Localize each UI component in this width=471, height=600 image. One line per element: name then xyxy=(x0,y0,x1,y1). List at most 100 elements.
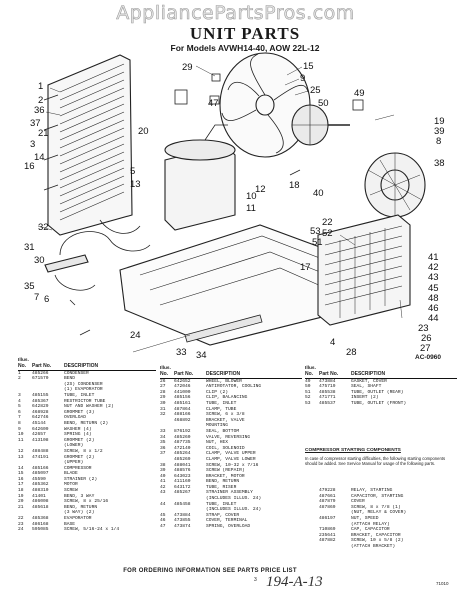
callout: 26 xyxy=(421,333,432,344)
cell-part-no: 468928 xyxy=(32,409,49,415)
callout: 49 xyxy=(354,88,365,99)
cell-illus-no: 10 xyxy=(18,432,24,438)
cell-description: CLIP (2) xyxy=(206,389,229,395)
header-description: DESCRIPTION xyxy=(206,371,302,379)
cell-part-no: 485618 xyxy=(32,504,49,510)
cell-part-no: 441000 xyxy=(174,389,191,395)
cell-description: SCREW, 10-32 x 7/16 xyxy=(206,462,259,468)
cell-part-no: 487879 xyxy=(319,499,336,505)
header-illus-no: No. xyxy=(18,363,32,371)
callout: 34 xyxy=(196,350,207,360)
cell-part-no: 473884 xyxy=(174,512,191,518)
ordering-note: FOR ORDERING INFORMATION SEE PARTS PRICE… xyxy=(123,568,297,574)
reversing-valve xyxy=(44,219,151,291)
cell-part-no: 473855 xyxy=(174,518,191,524)
table-row: (2S) CONDENSER xyxy=(18,382,156,388)
cell-part-no: 487735 xyxy=(174,440,191,446)
callout: 52 xyxy=(322,228,333,239)
cell-illus-no: 2 xyxy=(18,376,21,382)
cell-illus-no: 53 xyxy=(305,400,311,406)
cell-description: SCREW, 5/16-24 x 1/4 xyxy=(64,527,120,533)
cell-part-no: 472046 xyxy=(174,384,191,390)
cell-illus-no: 42 xyxy=(160,484,166,490)
callout: 6 xyxy=(44,294,49,305)
callout: 18 xyxy=(289,180,300,191)
cell-part-no: 485156 xyxy=(174,395,191,401)
callout: 17 xyxy=(300,262,311,273)
header-description: DESCRIPTION xyxy=(64,363,156,371)
cell-illus-no: 44 xyxy=(160,501,166,507)
cell-description: (2S) CONDENSER xyxy=(64,381,103,387)
cell-description: COMPRESSOR xyxy=(64,465,92,471)
cell-description: SCREW, 8 x 25/16 xyxy=(64,499,109,505)
callout: 35 xyxy=(24,281,35,292)
cell-illus-no: 18 xyxy=(18,488,24,494)
cell-description: BEND, 3 WAY xyxy=(64,493,95,499)
cell-part-no: 486008 xyxy=(32,499,49,505)
callout: 51 xyxy=(312,237,323,248)
cell-description: GROMMET (3) xyxy=(64,409,95,415)
cell-illus-no: 30 xyxy=(160,400,166,406)
cell-description: BLADE xyxy=(64,471,78,477)
cell-part-no: 485166 xyxy=(32,465,49,471)
header-illus: Illus. xyxy=(160,366,171,371)
cell-part-no: 876192 xyxy=(174,428,191,434)
callout: 1 xyxy=(38,81,43,92)
cell-part-no: 472140 xyxy=(174,445,191,451)
cell-description: RELAY, STARTING xyxy=(351,488,393,493)
cell-part-no: 485368 xyxy=(32,516,49,522)
callout: 39 xyxy=(434,126,445,137)
cell-illus-no: 4 xyxy=(18,398,21,404)
table-row: (3 WAY) (2) xyxy=(18,510,156,516)
cell-part-no: 485267 xyxy=(174,490,191,496)
cell-illus-no: 8 xyxy=(18,420,21,426)
cell-description: SPRING (4) xyxy=(64,432,92,438)
cell-illus-no: 41 xyxy=(160,479,166,485)
cell-illus-no: 39 xyxy=(160,468,166,474)
cell-illus-no: 45 xyxy=(160,512,166,518)
cell-illus-no: 17 xyxy=(18,482,24,488)
cell-illus-no: 32 xyxy=(160,412,166,418)
callout: 7 xyxy=(34,292,39,303)
cell-part-no: 473884 xyxy=(319,378,336,384)
cell-description: OVERLOAD xyxy=(64,415,87,421)
cell-description: (INCLUDES ILLUS. 24) xyxy=(206,507,262,513)
cell-part-no: 486197 xyxy=(319,515,336,521)
cell-description: TUBE, INLET xyxy=(206,400,237,406)
cell-illus-no: 22 xyxy=(18,516,24,522)
cell-part-no: 487869 xyxy=(319,504,336,510)
callout: 2 xyxy=(38,95,43,106)
cell-illus-no: 23 xyxy=(18,521,24,527)
cell-part-no: 411160 xyxy=(174,479,191,485)
cell-illus-no: 7 xyxy=(18,415,21,421)
cell-part-no: 485269 xyxy=(174,456,191,462)
callout: 3 xyxy=(30,139,35,150)
callout: 40 xyxy=(313,188,324,199)
page-subtitle: For Models AVWH14-40, AOW 22L-12 xyxy=(170,43,320,53)
cell-description: WASHER (4) xyxy=(64,426,92,432)
table-header: No. Part No. DESCRIPTION xyxy=(160,371,302,379)
cell-part-no: 235641 xyxy=(319,532,336,538)
compressor-note: In case of compressor starting difficult… xyxy=(305,456,446,466)
cell-part-no: 642829 xyxy=(32,404,49,410)
callout: 16 xyxy=(24,161,35,172)
cell-description: SCREW xyxy=(64,488,78,494)
